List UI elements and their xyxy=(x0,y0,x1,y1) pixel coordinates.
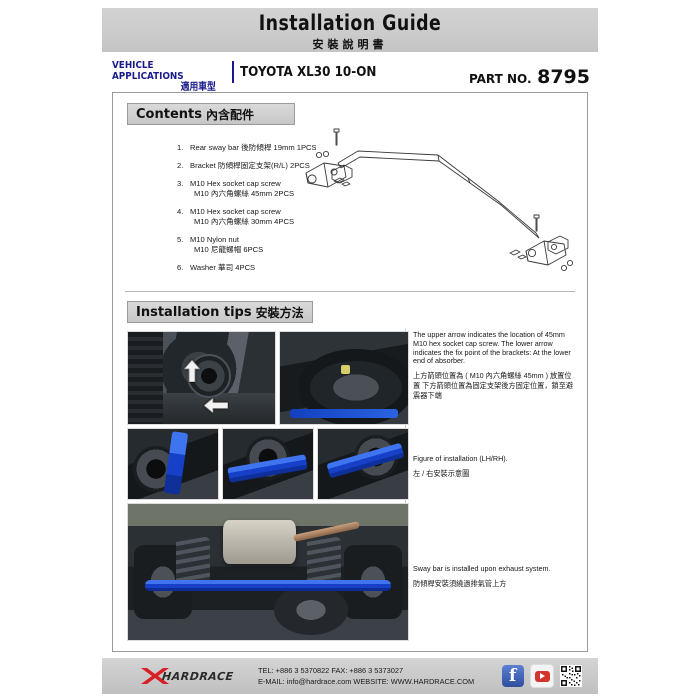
part-number-label: PART NO. xyxy=(468,72,532,86)
facebook-icon[interactable] xyxy=(502,665,524,687)
list-item-text: Washer 華司 4PCS xyxy=(190,262,256,272)
list-item: 1. Rear sway bar 後防傾桿 19mm 1PCS xyxy=(177,143,392,152)
page-title: Installation Guide xyxy=(258,11,442,35)
photo-hub-with-arrows xyxy=(127,331,276,425)
list-item-subtext: M10 尼龍螺帽 6PCS xyxy=(194,244,264,254)
sway-bar-line-drawing-svg xyxy=(305,128,574,272)
blue-sway-bar-part xyxy=(290,409,398,419)
footer-social-links xyxy=(502,664,582,688)
fix-point-bolt xyxy=(341,365,351,375)
list-item: 5. M10 Nylon nut M10 尼龍螺帽 6PCS xyxy=(177,235,392,254)
note-1-text-en: The upper arrow indicates the location o… xyxy=(413,330,571,366)
list-item: 2. Bracket 防傾桿固定支架(R/L) 2PCS xyxy=(177,161,392,170)
installation-note-1: The upper arrow indicates the location o… xyxy=(413,330,575,401)
contents-heading-cn: 內含配件 xyxy=(205,107,254,122)
photo-underbody-installed-swaybar xyxy=(127,503,409,641)
note-1-text-cn: 上方箭頭位置為 ( M10 內六角螺絲 45mm ) 放置位置 下方箭頭位置為固… xyxy=(413,371,574,401)
list-item-index: 6. xyxy=(177,262,184,272)
note-2-text-en: Figure of installation (LH/RH). xyxy=(413,454,508,463)
list-item-index: 2. xyxy=(177,160,184,170)
footer-email-line: E-MAIL: info@hardrace.com WEBSITE: WWW.H… xyxy=(258,676,475,686)
list-item-index: 4. xyxy=(177,206,184,216)
installation-photo-grid xyxy=(127,331,409,644)
list-item-subtext: M10 內六角螺絲 45mm 2PCS xyxy=(194,188,295,198)
list-item: 4. M10 Hex socket cap screw M10 內六角螺絲 30… xyxy=(177,207,392,226)
list-item-text: M10 Hex socket cap screw xyxy=(190,206,281,216)
spare-tire xyxy=(273,584,348,635)
list-item: 6. Washer 華司 4PCS xyxy=(177,263,392,272)
footer-contact-info: TEL: +886 3 5370822 FAX: +886 3 5373027 … xyxy=(258,666,474,687)
list-item-subtext: M10 內六角螺絲 30mm 4PCS xyxy=(194,216,295,226)
photo-row-3 xyxy=(127,503,409,641)
coil-spring-left xyxy=(175,536,210,589)
contents-section-header: Contents 內含配件 xyxy=(127,103,295,125)
sway-bar-diagram xyxy=(298,111,578,276)
note-2-text-cn: 左 / 右安裝示意圖 xyxy=(413,468,470,478)
tire-edge xyxy=(128,332,164,424)
footer-tel-line: TEL: +886 3 5370822 FAX: +886 3 5373027 xyxy=(258,666,404,675)
vehicle-applications-label: VEHICLE APPLICATIONS 適用車型 xyxy=(112,60,216,93)
list-item-text: Rear sway bar 後防傾桿 19mm 1PCS xyxy=(190,142,317,152)
list-item-index: 5. xyxy=(177,234,184,244)
photo-blue-bracket-left xyxy=(127,428,219,500)
list-item-index: 1. xyxy=(177,142,184,152)
tips-heading-en: Installation tips xyxy=(136,304,252,320)
list-item-text: M10 Nylon nut xyxy=(190,234,239,244)
list-item-index: 3. xyxy=(177,178,184,188)
part-number-value: 8795 xyxy=(537,66,590,88)
photo-absorber-lower-end xyxy=(279,331,409,425)
contents-list: 1. Rear sway bar 後防傾桿 19mm 1PCS 2. Brack… xyxy=(137,143,392,281)
coil-spring-right xyxy=(307,536,342,589)
installation-note-2: Figure of installation (LH/RH). 左 / 右安裝示… xyxy=(413,454,575,479)
qr-code-icon xyxy=(560,665,582,687)
page-footer: HARDRACE TEL: +886 3 5370822 FAX: +886 3… xyxy=(102,658,598,694)
tips-heading-cn: 安裝方法 xyxy=(255,305,304,320)
vehicle-applications-label-cn: 適用車型 xyxy=(180,82,216,93)
vehicle-applications-label-en: VEHICLE APPLICATIONS xyxy=(112,60,184,82)
exhaust-muffler xyxy=(223,520,296,564)
logo-x-icon xyxy=(141,668,169,684)
title-banner: Installation Guide 安裝說明書 xyxy=(102,8,598,52)
installation-note-3: Sway bar is installed upon exhaust syste… xyxy=(413,564,575,589)
hardrace-logo: HARDRACE xyxy=(140,666,244,686)
vehicle-model-value: TOYOTA XL30 10-ON xyxy=(240,65,377,80)
note-3-text-cn: 防傾桿安裝須繞過排氣管上方 xyxy=(413,578,507,588)
photo-blue-bracket-mid xyxy=(222,428,314,500)
list-item: 3. M10 Hex socket cap screw M10 內六角螺絲 45… xyxy=(177,179,392,198)
youtube-icon[interactable] xyxy=(530,664,554,688)
section-divider xyxy=(125,291,575,292)
photo-blue-bracket-right xyxy=(317,428,409,500)
installation-tips-section-header: Installation tips 安裝方法 xyxy=(127,301,313,323)
list-item-text: M10 Hex socket cap screw xyxy=(190,178,281,188)
photo-row-1 xyxy=(127,331,409,425)
installed-blue-sway-bar xyxy=(144,580,392,592)
contents-heading-en: Contents xyxy=(136,106,202,122)
page-title-chinese: 安裝說明書 xyxy=(312,38,388,51)
note-3-text-en: Sway bar is installed upon exhaust syste… xyxy=(413,564,551,573)
hardrace-wordmark: HARDRACE xyxy=(161,670,235,683)
vehicle-application-row: VEHICLE APPLICATIONS 適用車型 TOYOTA XL30 10… xyxy=(112,60,590,93)
list-item-text: Bracket 防傾桿固定支架(R/L) 2PCS xyxy=(190,160,310,170)
vehicle-label-divider xyxy=(232,61,234,83)
photo-row-2 xyxy=(127,428,409,500)
arrow-up-icon xyxy=(183,359,200,382)
main-content-frame: Contents 內含配件 1. Rear sway bar 後防傾桿 19mm… xyxy=(112,92,588,652)
youtube-play-glyph xyxy=(534,670,550,682)
part-number: PART NO. 8795 xyxy=(469,66,590,88)
arrow-left-icon xyxy=(204,398,229,414)
qr-code-svg xyxy=(560,665,582,687)
